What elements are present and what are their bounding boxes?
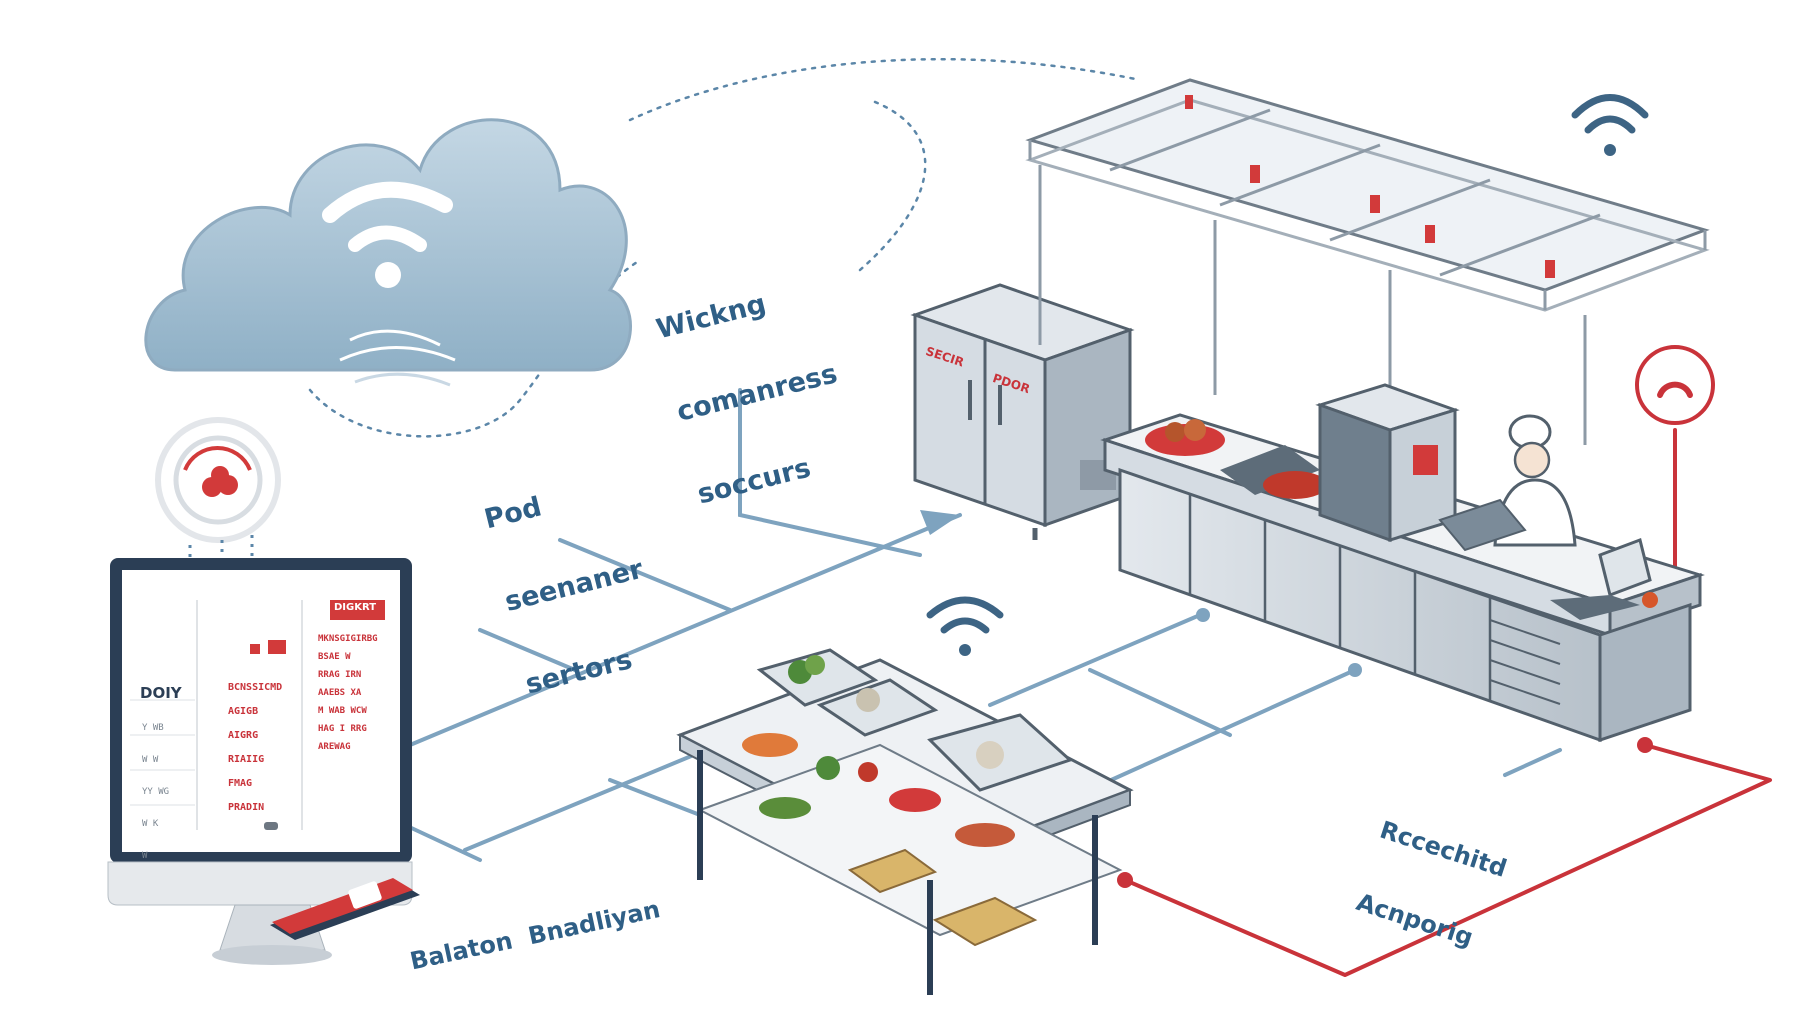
- counter-food: [1145, 419, 1327, 499]
- sensor-label-line: Pod: [481, 491, 545, 536]
- network-line-counter2: [1088, 668, 1232, 737]
- cloud-label-line: Wickng: [653, 288, 769, 346]
- laptop: [1550, 538, 1658, 620]
- monitor-row: PRADIN: [228, 802, 265, 813]
- sensor-label-line: sertors: [522, 643, 636, 701]
- network-line-left: [478, 628, 577, 672]
- chef: [1438, 414, 1577, 552]
- monitor: [107, 558, 413, 965]
- arrow-head: [920, 510, 960, 535]
- network-lines: [403, 388, 1562, 862]
- alert-lines: [1123, 428, 1772, 977]
- monitor-row: W: [142, 851, 148, 861]
- sensor-target-icon: [155, 417, 281, 543]
- ceiling-rack: [1025, 78, 1710, 445]
- network-line-counter3: [1098, 668, 1357, 787]
- monitor-right-column: MKNSGIGIRBG BSAE W RRAG IRN AAEBS XA M W…: [318, 630, 398, 756]
- monitor-row: Y WB: [142, 723, 164, 733]
- alarm-sensor-icon: [1635, 345, 1715, 425]
- monitor-row: AIGRG: [228, 730, 259, 741]
- tablet: [270, 878, 420, 940]
- monitor-row: BSAE W: [318, 652, 351, 662]
- wifi-icon: [926, 596, 1004, 656]
- node-dot: [1348, 663, 1362, 677]
- monitor-row: HAG I RRG: [318, 724, 367, 734]
- wifi-icon: [1571, 94, 1649, 156]
- monitor-row: AAEBS XA: [318, 688, 362, 698]
- monitor-row: AGIGB: [228, 706, 259, 717]
- monitor-badge: DIGKRT: [334, 602, 377, 613]
- cloud-label-line: comanress: [673, 357, 841, 428]
- network-line-counter: [988, 613, 1202, 707]
- network-line-monitor: [408, 513, 962, 747]
- right-label-line: Acnporig: [1353, 887, 1477, 952]
- network-line-cloud-drop: [738, 388, 922, 557]
- cloud-label-line: soccurs: [694, 452, 814, 511]
- monitor-row: W K: [142, 819, 159, 829]
- status-badge: [330, 600, 385, 620]
- monitor-row: W W: [142, 755, 159, 765]
- monitor-row: M WAB WCW: [318, 706, 367, 716]
- monitor-row: RIAIIG: [228, 754, 265, 765]
- monitor-middle-column: BCNSSICMD AGIGB AIGRG RIAIIG FMAG PRADIN: [228, 676, 302, 820]
- network-line-sensor: [558, 538, 732, 612]
- monitor-row: BCNSSICMD: [228, 682, 283, 693]
- network-line-table-left: [608, 778, 702, 817]
- monitor-row: YY WG: [142, 787, 170, 797]
- display-cabinet: [1315, 383, 1460, 543]
- refrigerator: [910, 283, 1135, 540]
- monitor-row: AREWAG: [318, 742, 351, 752]
- monitor-header: DOIY: [140, 684, 182, 702]
- network-line-table: [403, 823, 482, 862]
- monitor-row: MKNSGIGIRBG: [318, 634, 378, 644]
- node-dot: [1196, 608, 1210, 622]
- food-table: [676, 648, 1134, 995]
- sensor-label-line: seenaner: [501, 553, 647, 618]
- monitor-left-column: Y WB W W YY WG W K W: [142, 712, 194, 872]
- network-line-right: [1503, 748, 1562, 777]
- cloud-icon: [144, 118, 632, 387]
- monitor-row: RRAG IRN: [318, 670, 362, 680]
- monitor-row: FMAG: [228, 778, 253, 789]
- right-label-line: Rccechitd: [1376, 816, 1511, 884]
